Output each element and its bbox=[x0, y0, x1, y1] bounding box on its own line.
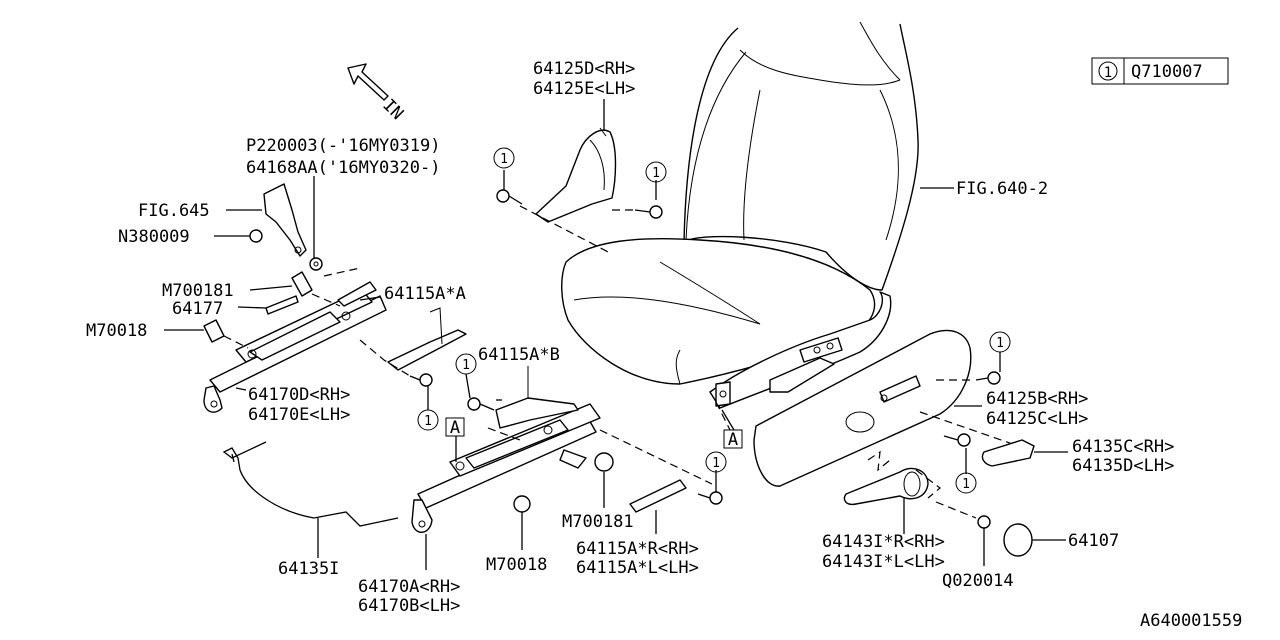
screw-icon bbox=[496, 189, 523, 205]
rail-cover-inner bbox=[387, 307, 467, 371]
label-64115a-a[interactable]: 64115A*A bbox=[384, 284, 466, 304]
view-marker-a-left: A bbox=[445, 417, 465, 438]
label-64170b[interactable]: 64170B<LH> bbox=[358, 596, 460, 616]
label-fig640-2[interactable]: FIG.640-2 bbox=[956, 179, 1048, 199]
rod-icon bbox=[629, 479, 687, 513]
label-64170d[interactable]: 64170D<RH> bbox=[248, 385, 350, 405]
label-64107[interactable]: 64107 bbox=[1068, 531, 1119, 551]
stopper-icon bbox=[265, 295, 299, 315]
label-64177[interactable]: 64177 bbox=[172, 299, 223, 319]
bolt-icon bbox=[513, 495, 531, 513]
label-64135d[interactable]: 64135D<LH> bbox=[1072, 456, 1174, 476]
label-64115a-l[interactable]: 64115A*L<LH> bbox=[576, 558, 699, 578]
screw-icon bbox=[409, 373, 433, 387]
release-wire bbox=[222, 441, 399, 527]
label-64170e[interactable]: 64170E<LH> bbox=[248, 405, 350, 425]
view-marker-a-right: A bbox=[723, 429, 743, 450]
svg-text:A: A bbox=[450, 418, 460, 438]
cap-icon bbox=[1003, 523, 1033, 557]
screw-icon bbox=[697, 491, 723, 505]
label-m70018-top[interactable]: M70018 bbox=[86, 321, 147, 341]
ref-circle-callout: 1 bbox=[645, 161, 667, 183]
ref-circle-callout: 1 bbox=[455, 353, 477, 375]
label-q020014[interactable]: Q020014 bbox=[942, 571, 1014, 591]
nut-icon bbox=[249, 229, 263, 243]
washer-icon bbox=[309, 257, 323, 271]
figure-id: A640001559 bbox=[1140, 611, 1242, 631]
height-lever bbox=[843, 467, 929, 506]
label-64115a-r[interactable]: 64115A*R<RH> bbox=[576, 539, 699, 559]
screw-icon bbox=[634, 205, 663, 219]
svg-text:1: 1 bbox=[424, 414, 432, 429]
ref-circle-callout: 1 bbox=[417, 409, 439, 431]
label-64143i-l[interactable]: 64143I*L<LH> bbox=[822, 552, 945, 572]
legend-ref-number: 1 bbox=[1104, 65, 1112, 81]
ref-circle-callout: 1 bbox=[705, 451, 727, 473]
ref-circle-callout: 1 bbox=[955, 472, 977, 494]
label-64125b[interactable]: 64125B<RH> bbox=[986, 389, 1088, 409]
legend-box: 1 Q710007 bbox=[1091, 57, 1229, 85]
ref-circle-callout: 1 bbox=[493, 147, 515, 169]
legend-part-code: Q710007 bbox=[1131, 62, 1203, 82]
label-64170a[interactable]: 64170A<RH> bbox=[358, 577, 460, 597]
recline-lever bbox=[981, 439, 1035, 467]
screw-icon bbox=[467, 397, 495, 411]
svg-text:1: 1 bbox=[996, 336, 1004, 351]
rail-cover-b bbox=[495, 366, 579, 429]
label-p220003[interactable]: P220003(-'16MY0319) bbox=[246, 136, 440, 156]
svg-text:1: 1 bbox=[500, 152, 508, 167]
svg-text:1: 1 bbox=[962, 477, 970, 492]
svg-text:1: 1 bbox=[712, 456, 720, 471]
screw-icon bbox=[943, 433, 971, 447]
label-n380009[interactable]: N380009 bbox=[118, 227, 190, 247]
ref-circle-callout: 1 bbox=[989, 331, 1011, 353]
label-64135c[interactable]: 64135C<RH> bbox=[1072, 437, 1174, 457]
seat-assembly bbox=[561, 21, 919, 409]
label-64115a-b[interactable]: 64115A*B bbox=[478, 345, 560, 365]
label-64125e[interactable]: 64125E<LH> bbox=[533, 79, 635, 99]
label-64125d[interactable]: 64125D<RH> bbox=[533, 59, 635, 79]
label-64135i[interactable]: 64135I bbox=[278, 559, 339, 579]
seat-rail-lower bbox=[411, 403, 601, 533]
bolt-icon bbox=[291, 271, 313, 297]
svg-text:1: 1 bbox=[462, 358, 470, 373]
svg-text:1: 1 bbox=[652, 166, 660, 181]
bolt-icon bbox=[594, 452, 614, 472]
label-fig645[interactable]: FIG.645 bbox=[138, 201, 210, 221]
direction-arrow-icon: IN bbox=[347, 63, 407, 124]
label-m700181-top[interactable]: M700181 bbox=[162, 281, 234, 301]
seat-rail-upper-left bbox=[203, 281, 387, 413]
label-64143i-r[interactable]: 64143I*R<RH> bbox=[822, 532, 945, 552]
label-64125c[interactable]: 64125C<LH> bbox=[986, 409, 1088, 429]
screw-icon bbox=[975, 371, 1001, 385]
screw-icon bbox=[977, 515, 991, 529]
label-m700181-bottom[interactable]: M700181 bbox=[562, 512, 634, 532]
bolt-icon bbox=[203, 319, 225, 343]
seat-belt-buckle bbox=[263, 183, 307, 257]
side-cover-right bbox=[753, 329, 972, 487]
label-64168aa[interactable]: 64168AA('16MY0320-) bbox=[246, 158, 440, 178]
label-m70018-bottom[interactable]: M70018 bbox=[486, 555, 547, 575]
rear-cover-upper bbox=[535, 127, 617, 223]
svg-text:A: A bbox=[728, 430, 738, 450]
